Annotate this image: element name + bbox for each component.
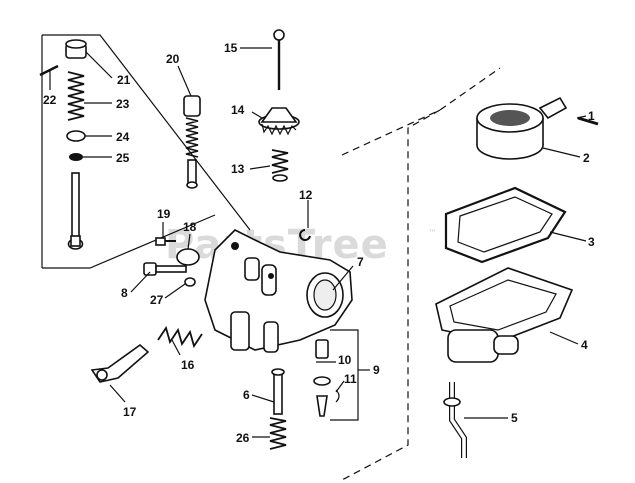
part-spring-idle — [67, 71, 85, 121]
part-float-bowl — [435, 267, 574, 363]
part-spring-float — [271, 149, 289, 182]
callout-10: 10 — [338, 353, 352, 367]
callout-19: 19 — [157, 207, 171, 221]
callout-8: 8 — [121, 286, 128, 300]
part-float-valve — [258, 107, 300, 136]
part-throttle-spring — [157, 325, 203, 349]
part-screw-top — [273, 29, 285, 90]
part-pin-1 — [577, 116, 599, 126]
part-adjusting-needle — [183, 95, 201, 189]
part-jet-spring — [269, 417, 287, 450]
part-gasket — [444, 186, 567, 264]
callout-21: 21 — [117, 73, 131, 87]
callout-14: 14 — [231, 103, 245, 117]
part-needle-valve-set — [313, 339, 340, 417]
callout-23: 23 — [116, 97, 130, 111]
part-washer — [66, 130, 86, 142]
part-disc — [176, 248, 200, 266]
part-throttle-lever — [90, 343, 150, 383]
callout-leader-lines — [49, 47, 587, 438]
callout-7: 7 — [357, 255, 364, 269]
part-o-ring — [69, 153, 83, 161]
callout-11: 11 — [344, 372, 357, 386]
callout-3: 3 — [588, 235, 595, 249]
part-bolt — [143, 262, 187, 276]
callout-20: 20 — [166, 52, 180, 66]
callout-13: 13 — [231, 162, 245, 176]
part-drain-tube — [443, 382, 467, 458]
callout-25: 25 — [116, 151, 130, 165]
part-float — [476, 96, 568, 160]
part-clip — [299, 229, 311, 241]
assembly-dashed-outline — [341, 67, 501, 481]
callout-24: 24 — [116, 130, 130, 144]
part-carburetor-body — [204, 229, 353, 353]
part-main-jet — [271, 368, 285, 415]
callout-16: 16 — [181, 358, 195, 372]
callout-15: 15 — [224, 41, 238, 55]
part-washer-small — [184, 277, 196, 287]
part-screw-small — [155, 237, 176, 246]
callout-5: 5 — [511, 411, 518, 425]
callout-labels: 1 2 3 4 5 6 7 8 9 10 11 12 13 14 15 16 1… — [43, 41, 595, 445]
callout-26: 26 — [236, 431, 250, 445]
callout-2: 2 — [583, 151, 590, 165]
callout-18: 18 — [183, 220, 197, 234]
callout-17: 17 — [123, 405, 137, 419]
part-pin-small — [39, 64, 59, 77]
callout-1: 1 — [588, 109, 595, 123]
watermark-trademark: ™ — [428, 229, 437, 239]
part-needle-left — [67, 172, 84, 250]
callout-12: 12 — [299, 188, 313, 202]
callout-6: 6 — [243, 388, 250, 402]
callout-22: 22 — [43, 93, 57, 107]
callout-bracket-9 — [330, 329, 359, 421]
callout-4: 4 — [581, 338, 588, 352]
callout-9: 9 — [373, 363, 380, 377]
callout-27: 27 — [150, 293, 164, 307]
part-cap — [65, 39, 87, 59]
